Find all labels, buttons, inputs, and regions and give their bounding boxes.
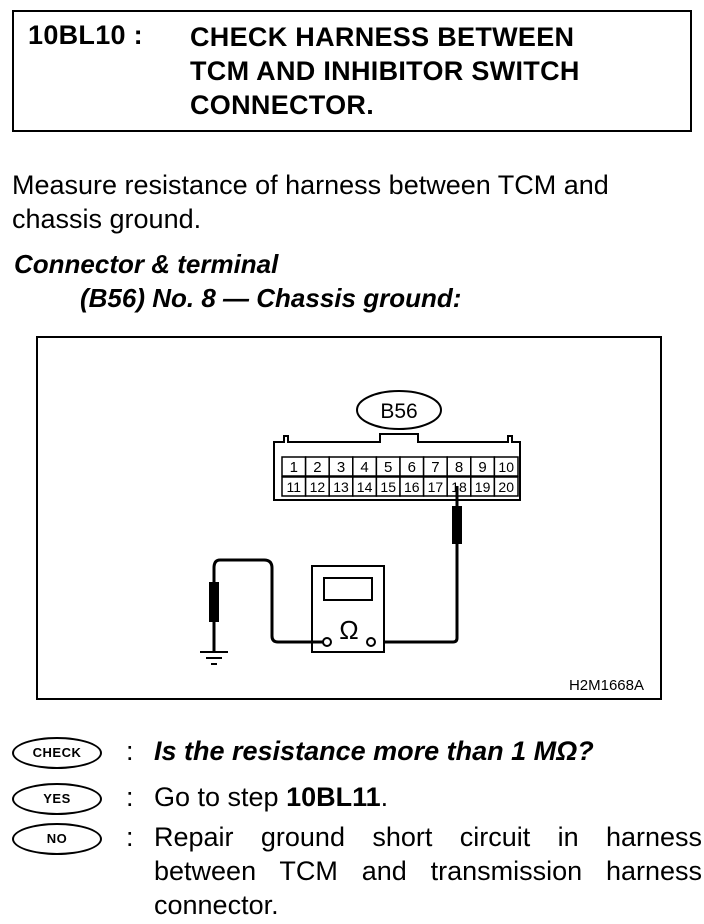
pin-label-3: 3 [337,459,345,476]
pin-cell-10 [493,456,519,477]
probe-handle-left [209,582,219,622]
pin-label-8: 8 [455,459,463,476]
pin-label-15: 15 [380,479,396,495]
result-yes: YES : Go to step 10BL11. [12,780,702,816]
pin-label-5: 5 [384,459,392,476]
step-title-line-2: TCM AND INHIBITOR SWITCH [190,56,580,86]
figure-code: H2M1668A [569,677,644,694]
probe-handle-right [452,506,462,544]
yes-colon: : [126,782,134,812]
ohmmeter: Ω [311,565,385,653]
no-colon: : [126,822,134,852]
pin-cell-20 [493,476,519,497]
pin-label-17: 17 [428,479,444,495]
pin-label-10: 10 [498,459,514,475]
pin-label-9: 9 [478,459,486,476]
check-badge: CHECK [12,737,102,769]
pin-label-19: 19 [475,479,491,495]
pin-label-6: 6 [408,459,416,476]
pin-label-18: 18 [451,479,467,495]
no-text: Repair ground short circuit in harness b… [154,822,702,920]
yes-prefix: Go to step [154,782,287,812]
pin-label-16: 16 [404,479,420,495]
connector-label: B56 [380,400,417,423]
pin-label-14: 14 [357,479,373,495]
pin-label-4: 4 [360,459,368,476]
step-title-line-1: CHECK HARNESS BETWEEN [190,22,575,52]
lead-right [384,544,459,644]
pin-label-11: 11 [287,479,302,495]
yes-badge: YES [12,783,102,815]
pin-label-1: 1 [290,459,298,476]
pin-label-7: 7 [431,459,439,476]
connector-label-ellipse [356,390,442,430]
yes-text: Go to step 10BL11. [154,780,702,814]
step-title-line-3: CONNECTOR. [190,90,375,120]
step-title: CHECK HARNESS BETWEEN TCM AND INHIBITOR … [190,20,580,122]
lead-left [212,558,323,644]
pin-label-12: 12 [310,479,326,495]
connector-heading: Connector & terminal [14,249,279,279]
step-header: 10BL10 : CHECK HARNESS BETWEEN TCM AND I… [12,10,692,132]
connector-spec: (B56) No. 8 — Chassis ground: [80,283,462,313]
result-no: NO : Repair ground short circuit in harn… [12,820,702,924]
step-id: 10BL10 : [28,20,143,50]
no-badge: NO [12,823,102,855]
ohm-symbol: Ω [339,615,358,645]
result-check: CHECK : Is the resistance more than 1 MΩ… [12,734,702,770]
yes-step-link[interactable]: 10BL11 [286,782,381,812]
instruction-text: Measure resistance of harness between TC… [12,170,609,234]
ground-icon [200,651,228,665]
pin-label-2: 2 [313,459,321,476]
pin-label-20: 20 [498,479,514,495]
yes-suffix: . [380,782,389,812]
check-question: Is the resistance more than 1 MΩ? [154,736,594,766]
check-colon: : [126,736,134,766]
pin-label-13: 13 [333,479,349,495]
